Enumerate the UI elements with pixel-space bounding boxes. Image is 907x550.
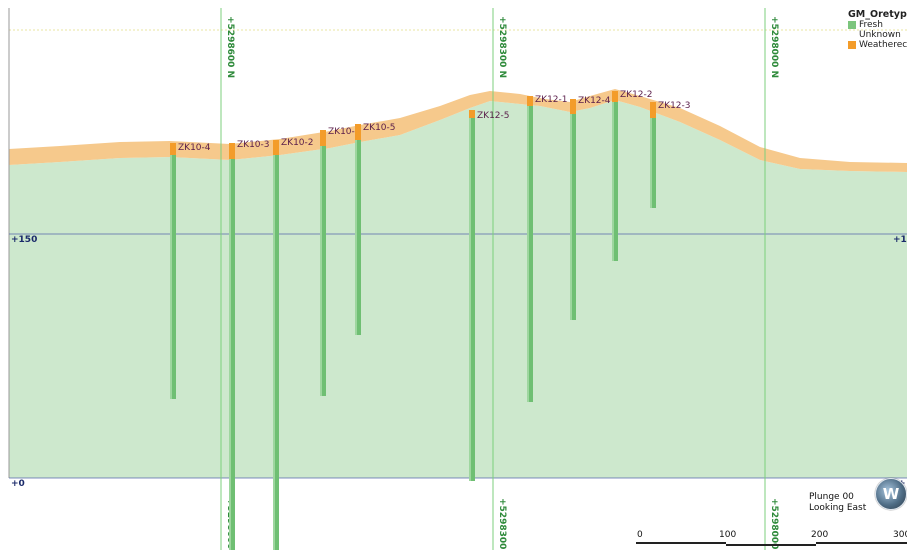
scale-label-0: 0 [637,530,643,540]
looking-direction-text: Looking East [809,503,867,513]
drillhole-zk10-3[interactable]: ZK10-3 [229,140,270,550]
drillhole-label: ZK12-5 [477,111,510,121]
drillhole-zk10-1[interactable]: ZK10- [320,127,355,396]
drillhole-label: ZK10-2 [281,138,314,148]
legend-item-weathered[interactable]: Weatherec [848,40,907,50]
drillhole-label: ZK12-2 [620,90,653,100]
compass-icon[interactable]: W [875,478,907,510]
northing-label-top-3: +5298000 N [769,16,779,78]
scale-label-100: 100 [719,530,737,540]
scale-bar: 0 100 200 300 [636,530,907,550]
drillhole-label: ZK10-5 [363,123,396,133]
below-section-area [9,480,907,550]
drillhole-label: ZK10-3 [237,140,270,150]
elevation-label-0-left: +0 [11,479,25,489]
compass-direction-glyph: W [882,485,900,503]
legend-label: Weatherec [859,40,907,50]
drillhole-label: ZK12-1 [535,95,568,105]
legend-label: Fresh [859,20,883,30]
legend-swatch-weathered [848,41,856,49]
drillhole-zk12-2[interactable]: ZK12-2 [612,90,653,261]
drillhole-zk12-4[interactable]: ZK12-4 [570,96,611,320]
drillhole-label: ZK10-4 [178,143,211,153]
northing-label-top-2: +5298300 N [497,16,507,78]
elevation-label-150-left: +150 [11,235,37,245]
northing-label-bottom-2: +5298300 N [497,498,507,550]
drillhole-zk12-5[interactable]: ZK12-5 [469,110,510,481]
drillhole-zk10-5[interactable]: ZK10-5 [355,123,396,335]
plunge-text: Plunge 00 [809,492,854,502]
scale-bar-graphic [636,542,907,546]
drillhole-zk12-3[interactable]: ZK12-3 [650,101,691,208]
drillhole-label: ZK10- [328,127,355,137]
legend-swatch-fresh [848,21,856,29]
legend-item-fresh[interactable]: Fresh [848,20,907,30]
northing-label-bottom-3: +5298000 N [769,498,779,550]
drillhole-label: ZK12-3 [658,101,691,111]
legend-item-unknown[interactable]: Unknown [848,30,907,40]
drillhole-label: ZK12-4 [578,96,611,106]
legend-title: GM_Oretyp [848,9,907,20]
elevation-label-150-right: +15 [893,235,907,245]
drillhole-zk12-1[interactable]: ZK12-1 [527,95,568,402]
drillhole-zk10-2[interactable]: ZK10-2 [273,138,314,550]
drillhole-zk10-4[interactable]: ZK10-4 [170,143,211,399]
northing-label-top-1: +5298600 N [225,16,235,78]
scale-label-200: 200 [811,530,829,540]
legend-label: Unknown [859,30,901,40]
scale-label-300: 300 [893,530,907,540]
view-orientation-info: Plunge 00 Looking East [809,492,866,514]
legend: GM_Oretyp Fresh Unknown Weatherec [848,10,907,50]
